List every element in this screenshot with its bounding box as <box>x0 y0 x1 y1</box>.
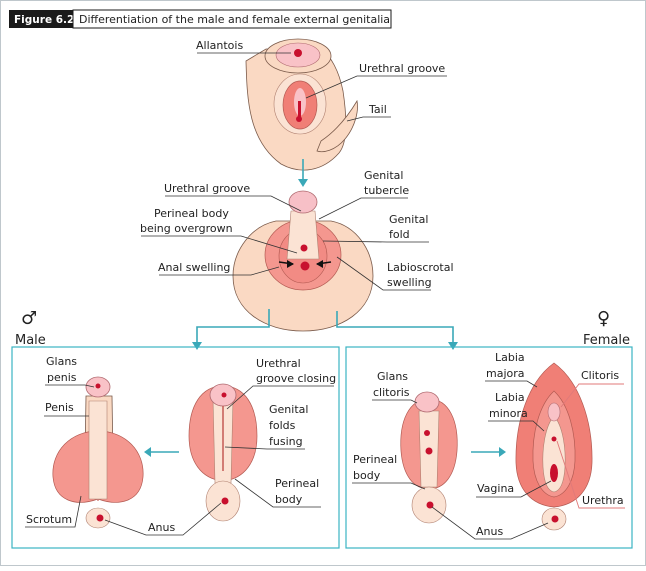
label-perineal-body-female-2: body <box>353 469 381 482</box>
leader-tail <box>346 116 391 122</box>
leader-perineal-body <box>141 235 298 254</box>
male-final-illustration <box>52 376 144 529</box>
female-intermediate-illustration <box>400 391 458 524</box>
label-glans-penis-1: Glans <box>46 355 77 368</box>
leader-anal-swelling <box>159 266 280 276</box>
label-glans-clitoris-1: Glans <box>377 370 408 383</box>
leader-urethral-groove-closing <box>226 385 334 410</box>
label-glans-penis-2: penis <box>47 371 77 384</box>
label-genital-tubercle-1: Genital <box>364 169 403 182</box>
label-anus-male: Anus <box>148 521 175 534</box>
leader-vagina <box>476 480 552 498</box>
label-genital-fold-2: fold <box>389 228 410 241</box>
arrow-to-female <box>336 311 454 344</box>
leader-genital-folds-fusing <box>224 446 305 450</box>
male-panel <box>11 346 340 549</box>
label-anus-female: Anus <box>476 525 503 538</box>
leader-glans-penis <box>45 384 95 388</box>
leader-genital-fold <box>322 240 429 243</box>
label-glans-clitoris-2: clitoris <box>373 386 410 399</box>
figure-title-box <box>72 9 392 29</box>
label-labia-minora-2: minora <box>489 407 528 420</box>
label-labia-majora-1: Labia <box>495 351 525 364</box>
label-allantois: Allantois <box>196 39 243 52</box>
leader-labioscrotal <box>336 256 431 291</box>
label-urethral-groove-closing-2: groove closing <box>256 372 336 385</box>
leader-perineal-body-female <box>352 482 426 490</box>
label-labia-minora-1: Labia <box>495 391 525 404</box>
label-genital-folds-fusing-1: Genital <box>269 403 308 416</box>
leader-perineal-body-male <box>234 478 321 508</box>
leader-urethra <box>556 440 625 509</box>
leader-anus-male <box>104 502 222 536</box>
label-perineal-body-2: being overgrown <box>140 222 233 235</box>
arrow-to-male <box>196 309 270 344</box>
label-clitoris: Clitoris <box>581 369 619 382</box>
female-panel <box>345 346 633 549</box>
leader-clitoris <box>560 383 624 408</box>
male-intermediate-illustration <box>188 383 258 522</box>
label-genital-folds-fusing-3: fusing <box>269 435 303 448</box>
label-perineal-body-male-1: Perineal <box>275 477 319 490</box>
leader-anus-female <box>431 506 549 540</box>
label-perineal-body-male-2: body <box>275 493 303 506</box>
label-genital-folds-fusing-2: folds <box>269 419 296 432</box>
male-symbol: ♂ <box>21 308 37 329</box>
figure-title: Differentiation of the male and female e… <box>79 13 390 26</box>
label-urethral-groove-closing-1: Urethral <box>256 357 301 370</box>
leader-genital-tubercle <box>318 197 408 220</box>
label-tail: Tail <box>368 103 387 116</box>
label-genital-tubercle-2: tubercle <box>364 184 409 197</box>
indifferent-stage-illustration <box>232 190 374 332</box>
female-symbol: ♀ <box>597 308 610 329</box>
label-labioscrotal-2: swelling <box>387 276 432 289</box>
label-anal-swelling: Anal swelling <box>158 261 230 274</box>
label-labioscrotal-1: Labioscrotal <box>387 261 454 274</box>
label-scrotum: Scrotum <box>26 513 72 526</box>
figure-number-box <box>9 10 73 28</box>
leader-labia-minora <box>488 420 545 432</box>
leader-urethral-groove-top <box>305 75 447 99</box>
label-perineal-body-female-1: Perineal <box>353 453 397 466</box>
leader-urethral-groove-mid <box>165 195 302 212</box>
label-genital-fold-1: Genital <box>389 213 428 226</box>
female-heading: Female <box>583 333 630 348</box>
label-urethra: Urethra <box>582 494 624 507</box>
label-labia-majora-2: majora <box>486 367 525 380</box>
label-perineal-body-1: Perineal body <box>154 207 229 220</box>
label-urethral-groove-mid: Urethral groove <box>164 182 250 195</box>
label-vagina: Vagina <box>477 482 514 495</box>
label-penis: Penis <box>45 401 74 414</box>
leader-glans-clitoris <box>372 399 418 404</box>
female-final-illustration <box>515 362 593 531</box>
figure-number: Figure 6.2 <box>14 14 74 26</box>
label-urethral-groove-top: Urethral groove <box>359 62 445 75</box>
leader-scrotum <box>25 495 82 528</box>
figure-header: Figure 6.2 Differentiation of the male a… <box>9 9 392 29</box>
leader-labia-majora <box>485 380 538 388</box>
early-embryo-illustration <box>245 38 358 171</box>
male-heading: Male <box>15 333 46 348</box>
